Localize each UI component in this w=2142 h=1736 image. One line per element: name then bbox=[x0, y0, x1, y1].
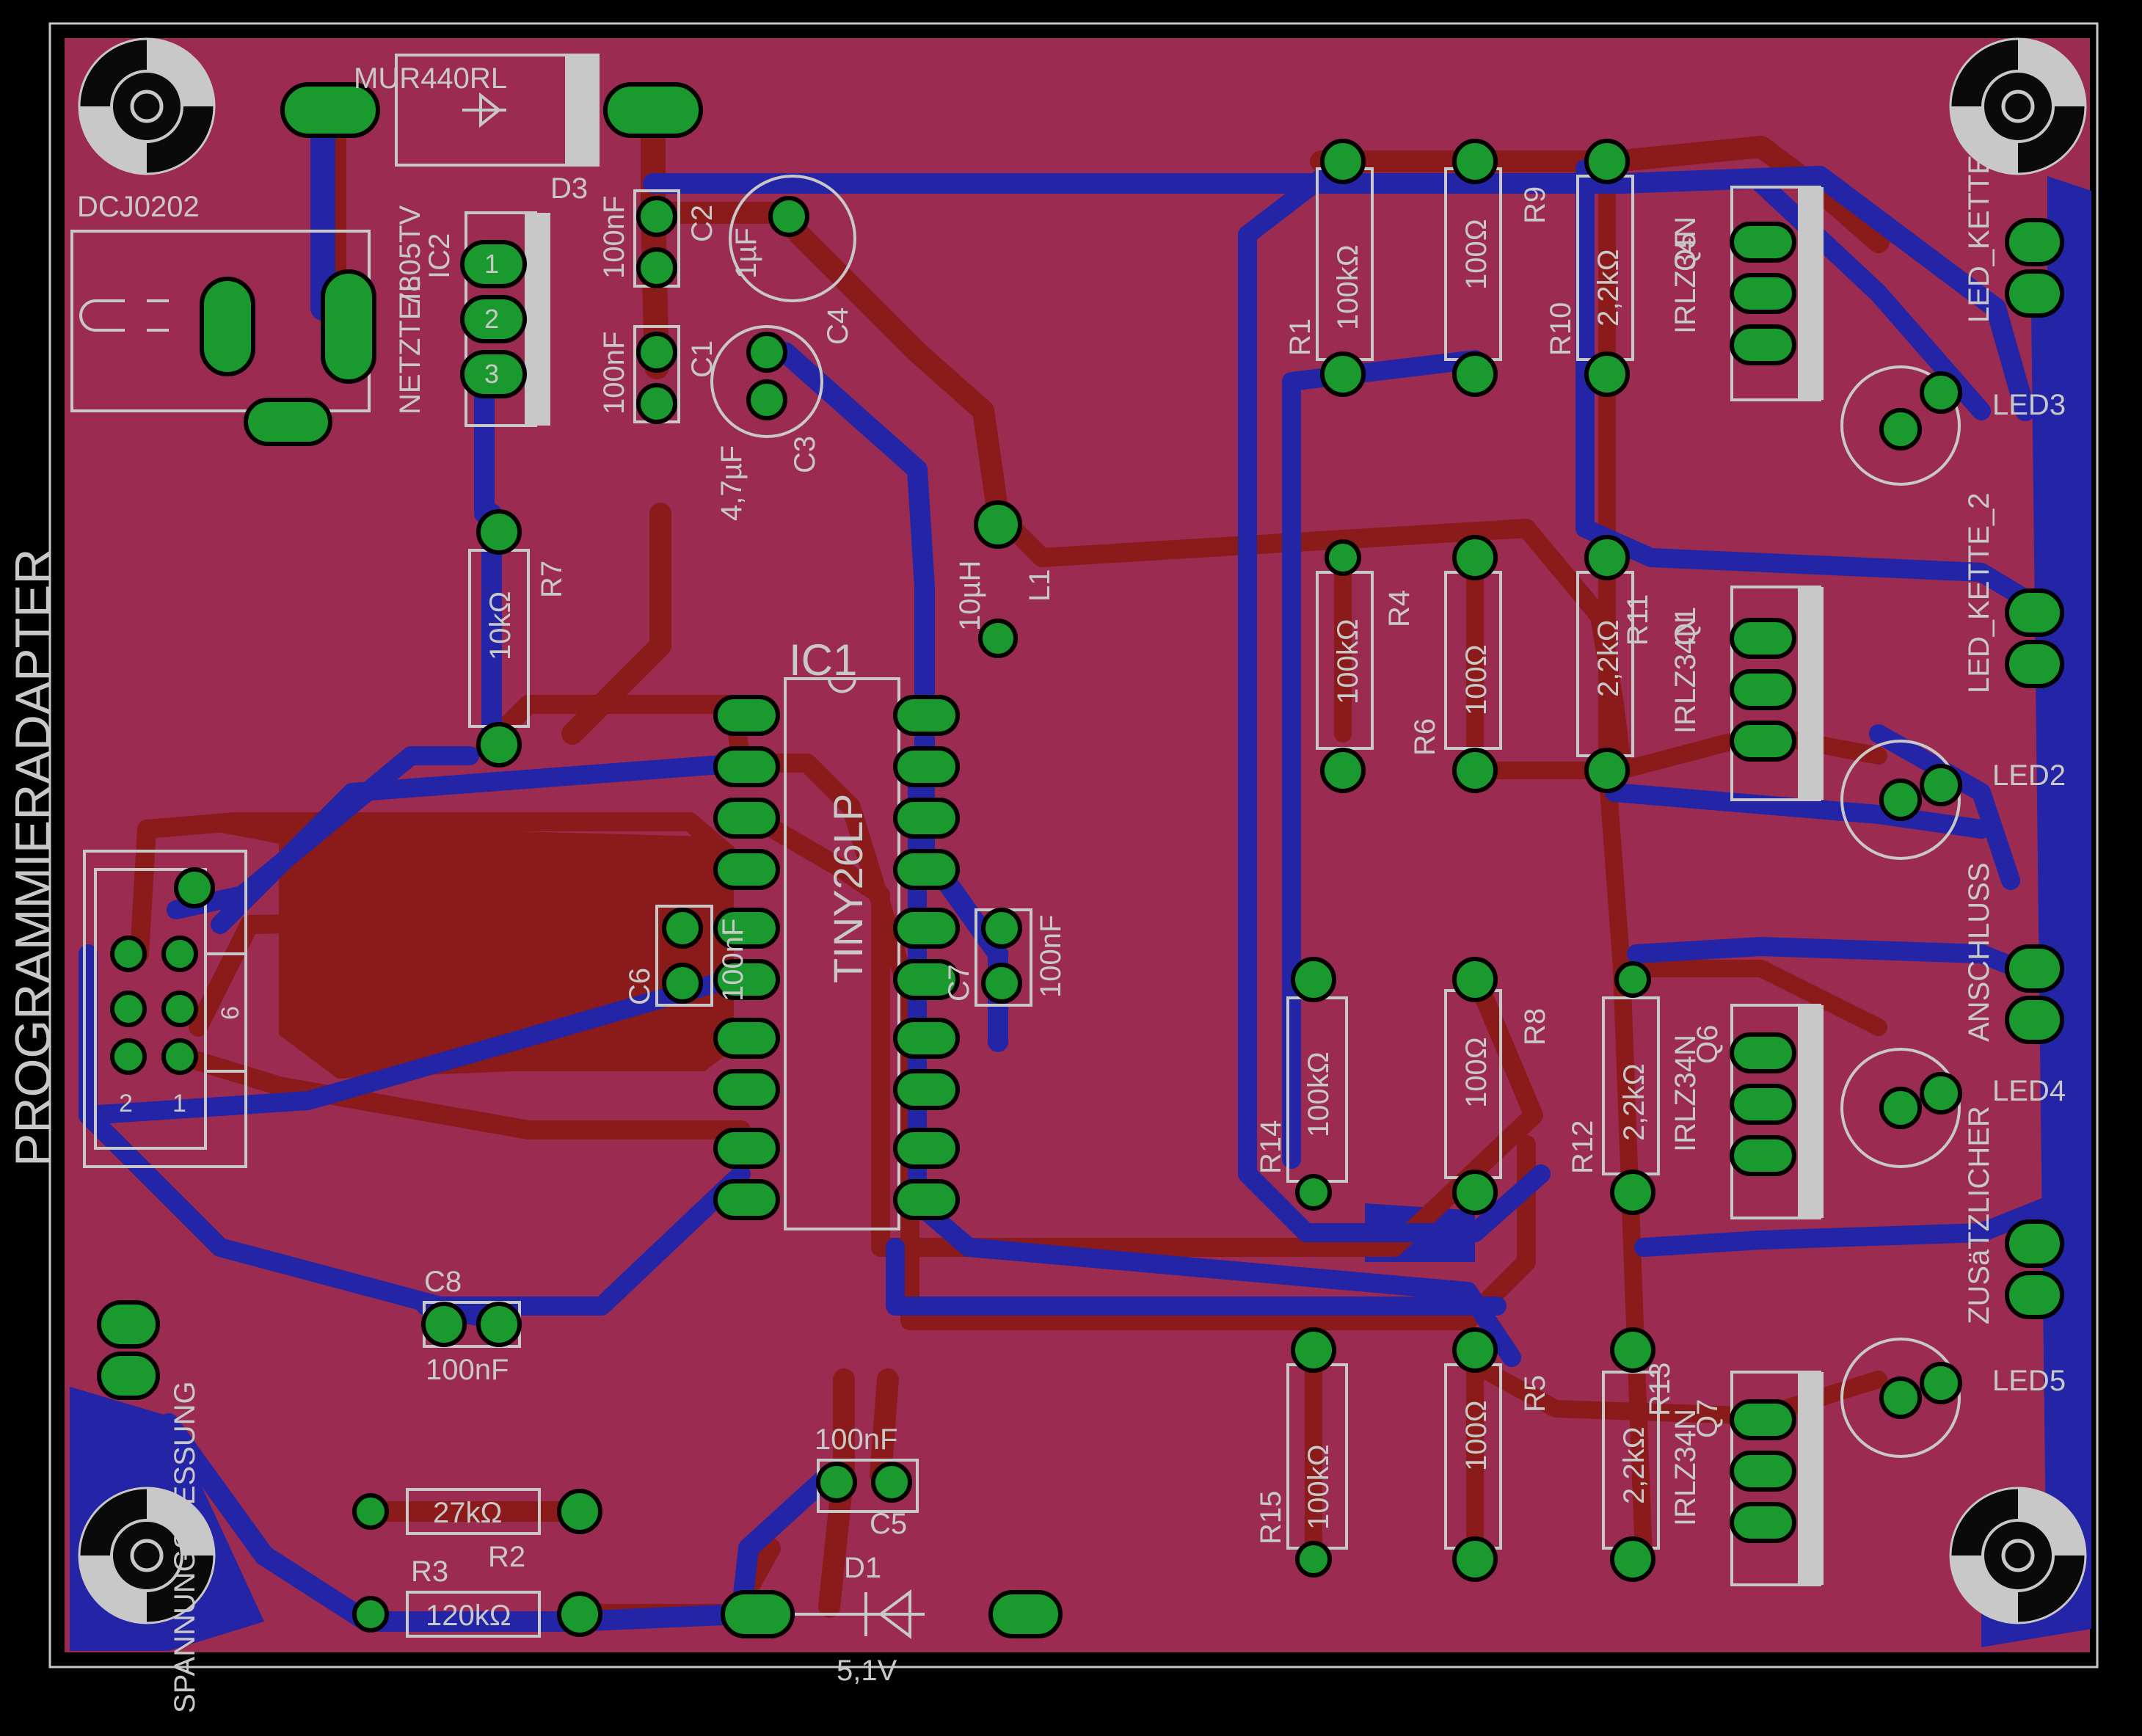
label-c3: C3 bbox=[789, 436, 821, 473]
label-r3-value: 120kΩ bbox=[426, 1600, 511, 1632]
label-spannungsmessung: SPANNUNGSMESSUNG bbox=[169, 1381, 201, 1713]
label-r2: R2 bbox=[488, 1541, 525, 1573]
label-led3: LED3 bbox=[1992, 389, 2066, 421]
label-ic2: IC2 bbox=[423, 233, 456, 279]
label-d3: D3 bbox=[550, 172, 588, 205]
label-q1: Q1 bbox=[1669, 607, 1702, 646]
label-r15: R15 bbox=[1255, 1491, 1287, 1544]
label-c1-value: 100nF bbox=[598, 332, 630, 415]
label-r12: R12 bbox=[1567, 1120, 1599, 1174]
label-r15-value: 100kΩ bbox=[1303, 1444, 1335, 1530]
label-r10-value: 2,2kΩ bbox=[1592, 249, 1625, 327]
label-r14-value: 100kΩ bbox=[1303, 1051, 1335, 1137]
label-c8-value: 100nF bbox=[426, 1354, 509, 1386]
label-led-kette-2: LED_KETTE_2 bbox=[1963, 493, 1995, 693]
label-r1-value: 100kΩ bbox=[1332, 244, 1364, 330]
label-q7-value: IRLZ34N bbox=[1669, 1409, 1702, 1526]
mounting-hole-br-icon bbox=[1949, 1487, 2087, 1624]
label-r6-value: 100Ω bbox=[1460, 644, 1493, 715]
mounting-hole-bl-icon bbox=[78, 1487, 216, 1624]
label-c5-value: 100nF bbox=[815, 1423, 897, 1456]
label-r4: R4 bbox=[1383, 590, 1416, 627]
label-ic1-value: TINY26LP bbox=[825, 794, 871, 983]
label-q1-value: IRLZ34N bbox=[1669, 616, 1702, 734]
label-r8-value: 100Ω bbox=[1460, 1037, 1493, 1108]
label-c7: C7 bbox=[943, 964, 975, 1002]
label-anschluss: ANSCHLUSS bbox=[1963, 862, 1995, 1042]
label-ic1: IC1 bbox=[789, 635, 857, 685]
label-r9-value: 100Ω bbox=[1460, 219, 1493, 290]
label-l1: L1 bbox=[1024, 569, 1056, 602]
label-netzteil: NETZTEIL bbox=[394, 276, 426, 415]
label-r13-value: 2,2kΩ bbox=[1618, 1426, 1650, 1504]
silkscreen-labels: PROGRAMMIERADAPTER MUR440RL D3 DCJ0202 N… bbox=[5, 62, 2066, 1713]
mounting-holes bbox=[78, 37, 2087, 1624]
label-c6: C6 bbox=[624, 968, 656, 1005]
label-r11-value: 2,2kΩ bbox=[1592, 619, 1625, 697]
label-c8: C8 bbox=[424, 1266, 462, 1298]
label-r7: R7 bbox=[536, 561, 568, 598]
label-q5-value: IRLZ34N bbox=[1669, 216, 1702, 334]
mounting-hole-tl-icon bbox=[78, 37, 216, 175]
label-r10: R10 bbox=[1545, 302, 1577, 356]
label-c6-value: 100nF bbox=[717, 919, 749, 1002]
label-r12-value: 2,2kΩ bbox=[1618, 1063, 1650, 1141]
label-r8: R8 bbox=[1519, 1008, 1551, 1046]
label-led-kette-1: LED_KETTE_1 bbox=[1963, 123, 1995, 323]
label-r9: R9 bbox=[1519, 186, 1551, 224]
label-r14: R14 bbox=[1255, 1120, 1287, 1174]
board-outline bbox=[48, 22, 2099, 1668]
label-c2: C2 bbox=[686, 205, 718, 242]
label-c3-value: 4,7µF bbox=[715, 445, 748, 521]
label-q5: Q5 bbox=[1669, 233, 1702, 271]
label-r7-value: 10kΩ bbox=[484, 591, 517, 660]
label-c2-value: 100nF bbox=[598, 196, 630, 279]
label-isp-pin1: 1 bbox=[172, 1090, 186, 1117]
label-d1: D1 bbox=[844, 1552, 881, 1584]
label-led4: LED4 bbox=[1992, 1075, 2066, 1107]
label-r6: R6 bbox=[1409, 718, 1441, 756]
label-isp-pin6: 6 bbox=[216, 1006, 244, 1020]
label-r3: R3 bbox=[411, 1556, 448, 1588]
label-dcj: DCJ0202 bbox=[77, 191, 200, 223]
label-r11: R11 bbox=[1622, 594, 1654, 646]
label-c4-value: 1µF bbox=[730, 227, 762, 279]
label-q7: Q7 bbox=[1691, 1399, 1724, 1438]
label-q6-value: IRLZ34N bbox=[1669, 1035, 1702, 1152]
label-led5: LED5 bbox=[1992, 1365, 2066, 1397]
label-c4: C4 bbox=[822, 307, 854, 345]
mounting-hole-tr-icon bbox=[1949, 37, 2087, 175]
label-pin3: 3 bbox=[484, 359, 499, 389]
label-ic2-value: 7805TV bbox=[394, 205, 426, 308]
label-mur: MUR440RL bbox=[354, 62, 507, 95]
board-title: PROGRAMMIERADAPTER bbox=[5, 548, 61, 1167]
label-pin1: 1 bbox=[484, 249, 499, 279]
label-c1: C1 bbox=[686, 340, 718, 378]
label-r4-value: 100kΩ bbox=[1332, 619, 1364, 704]
label-q6: Q6 bbox=[1691, 1025, 1724, 1064]
label-d1-value: 5,1V bbox=[837, 1655, 897, 1687]
label-r13: R13 bbox=[1644, 1363, 1676, 1416]
label-pin2: 2 bbox=[484, 304, 499, 334]
label-r1: R1 bbox=[1284, 318, 1316, 356]
label-r2-value: 27kΩ bbox=[433, 1497, 502, 1529]
label-r5-value: 100Ω bbox=[1460, 1400, 1493, 1471]
pads bbox=[97, 82, 2064, 1638]
label-c5: C5 bbox=[870, 1508, 907, 1540]
label-c7-value: 100nF bbox=[1035, 915, 1067, 998]
label-isp-pin2: 2 bbox=[119, 1090, 133, 1117]
label-zusaetzlicher: ZUSäTZLICHER bbox=[1963, 1106, 1995, 1324]
label-r5: R5 bbox=[1519, 1375, 1551, 1412]
label-l1-value: 10µH bbox=[954, 561, 986, 631]
label-led2: LED2 bbox=[1992, 759, 2066, 792]
